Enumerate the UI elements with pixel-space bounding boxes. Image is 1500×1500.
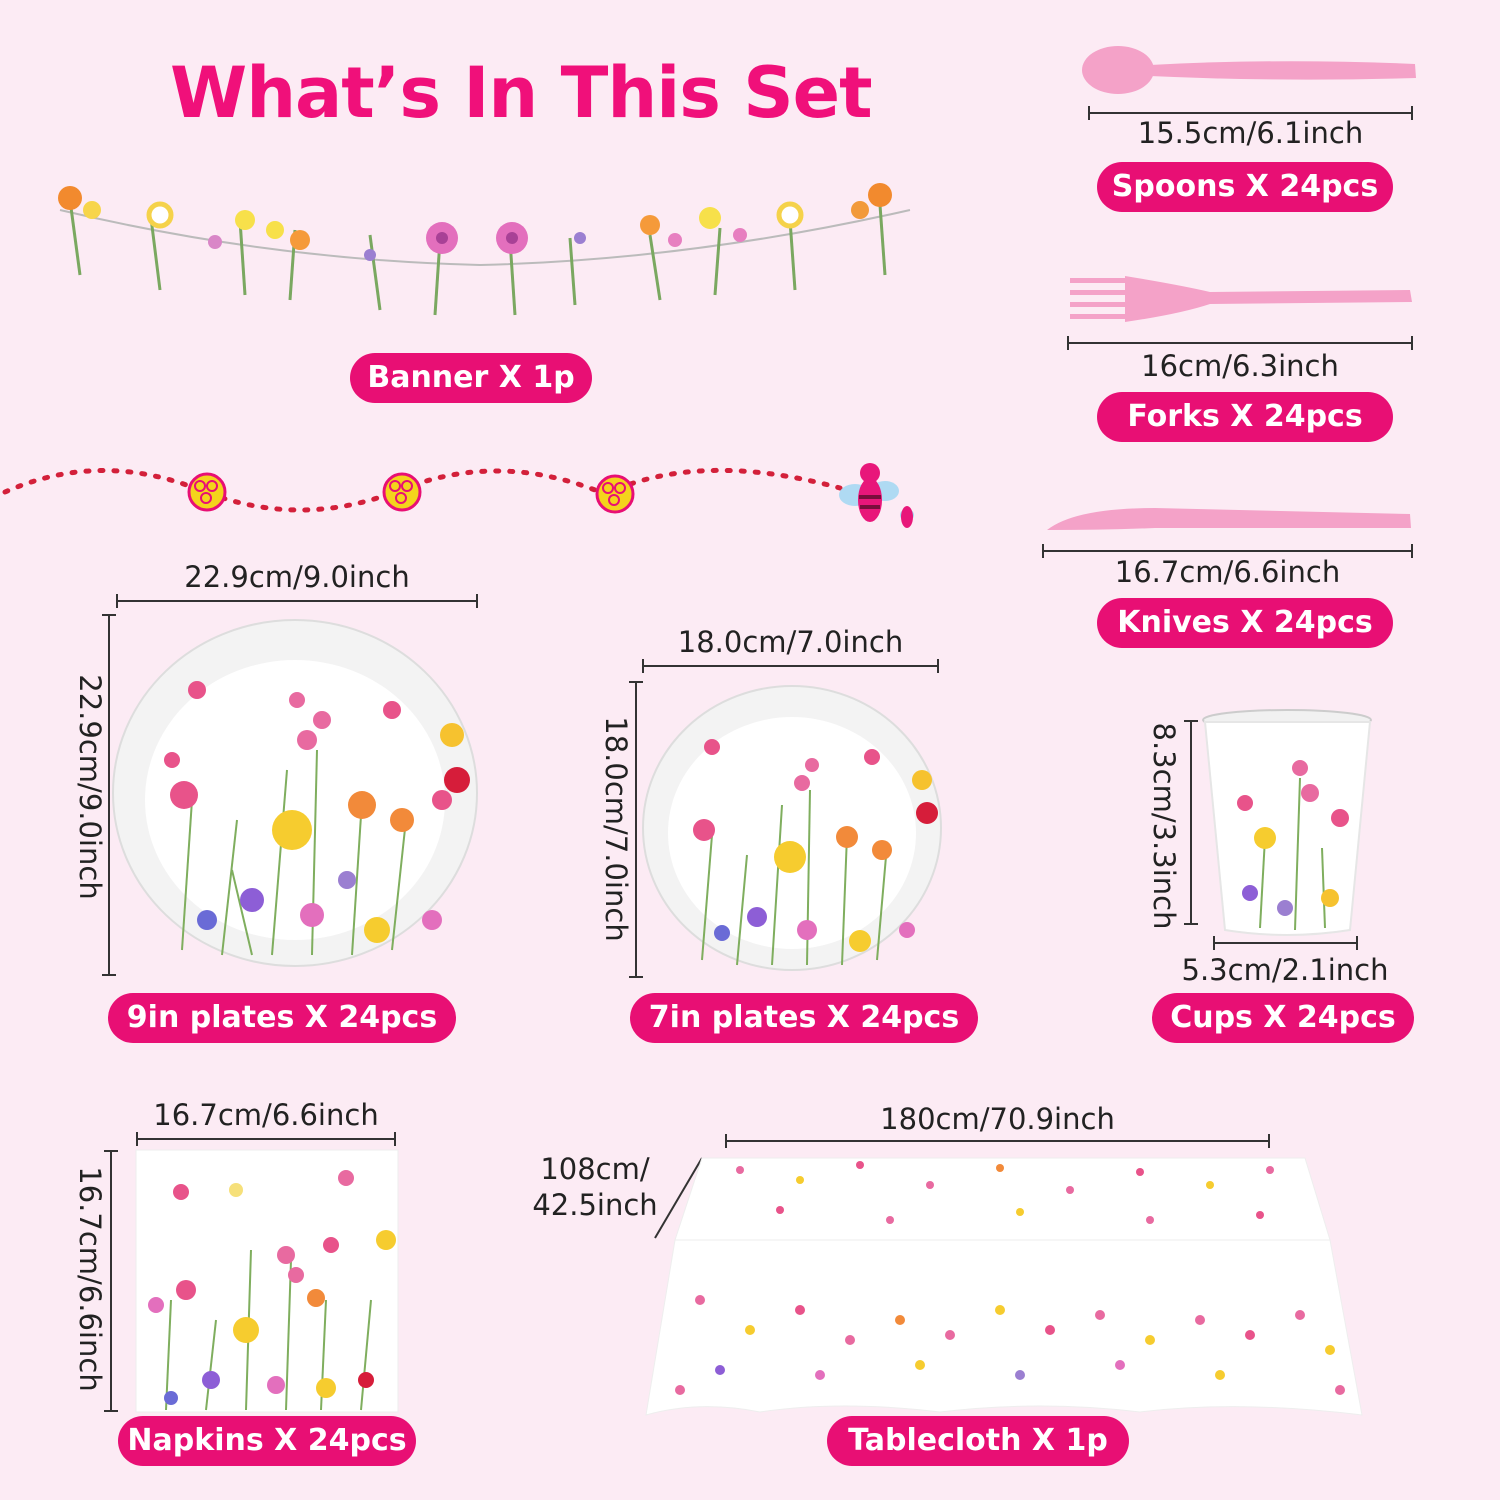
tablecloth-depth-1: 108cm/ <box>540 1152 650 1186</box>
tablecloth-depth-2: 42.5inch <box>532 1188 658 1222</box>
bee-icon <box>839 463 914 528</box>
page-title: What’s In This Set <box>170 52 873 134</box>
flower-banner-icon <box>58 183 911 316</box>
fork-icon <box>1070 276 1412 322</box>
forks-label: Forks X 24pcs <box>1097 392 1393 442</box>
plates9-label: 9in plates X 24pcs <box>108 993 456 1043</box>
honeycomb-icon <box>2 467 843 514</box>
knife-icon <box>1047 508 1411 530</box>
plate-icon <box>112 619 478 967</box>
spoon-icon <box>1082 46 1416 94</box>
napkins-label: Napkins X 24pcs <box>118 1416 416 1466</box>
banner-label: Banner X 1p <box>350 353 592 403</box>
plate7-width: 18.0cm/7.0inch <box>677 625 904 659</box>
plate9-width: 22.9cm/9.0inch <box>184 560 410 594</box>
plate-icon <box>642 685 942 971</box>
cup-height: 8.3cm/3.3inch <box>1147 722 1181 930</box>
napkin-height: 16.7cm/6.6inch <box>73 1166 107 1392</box>
cups-label: Cups X 24pcs <box>1152 993 1414 1043</box>
spoon-size: 15.5cm/6.1inch <box>1137 116 1364 150</box>
tablecloth-icon <box>645 1157 1363 1416</box>
plates7-label: 7in plates X 24pcs <box>630 993 978 1043</box>
knives-label: Knives X 24pcs <box>1097 598 1393 648</box>
fork-size: 16cm/6.3inch <box>1141 349 1339 383</box>
tablecloth-width: 180cm/70.9inch <box>880 1102 1115 1136</box>
plate7-height: 18.0cm/7.0inch <box>599 716 633 942</box>
cup-icon <box>1202 709 1372 936</box>
napkin-icon <box>135 1149 399 1413</box>
tablecloth-label: Tablecloth X 1p <box>827 1416 1129 1466</box>
spoons-label: Spoons X 24pcs <box>1097 162 1393 212</box>
cup-width: 5.3cm/2.1inch <box>1181 953 1389 987</box>
napkin-width: 16.7cm/6.6inch <box>153 1098 379 1132</box>
plate9-height: 22.9cm/9.0inch <box>73 674 107 900</box>
knife-size: 16.7cm/6.6inch <box>1114 555 1341 589</box>
